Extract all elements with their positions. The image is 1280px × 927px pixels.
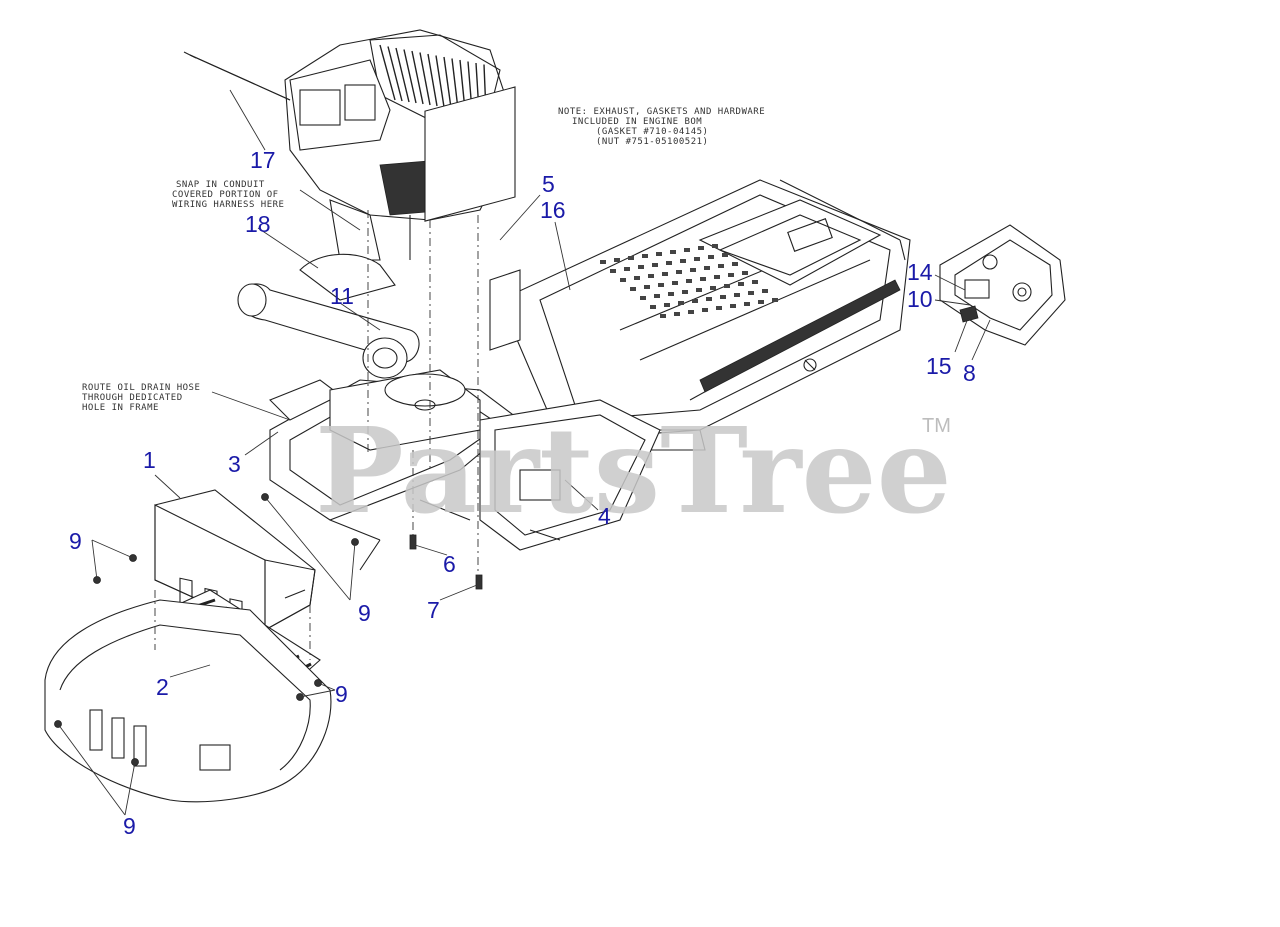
callout-18[interactable]: 18 [245, 211, 271, 237]
svg-text:(NUT #751-05100521): (NUT #751-05100521) [596, 137, 708, 147]
callout-6[interactable]: 6 [443, 551, 456, 577]
svg-text:INCLUDED IN ENGINE BOM: INCLUDED IN ENGINE BOM [572, 117, 702, 127]
callout-14[interactable]: 14 [907, 259, 933, 285]
callout-16[interactable]: 16 [540, 197, 566, 223]
callout-9-guard[interactable]: 9 [335, 681, 348, 707]
callout-10[interactable]: 10 [907, 286, 933, 312]
svg-text:COVERED PORTION OF: COVERED PORTION OF [172, 190, 279, 200]
note-drain: ROUTE OIL DRAIN HOSE THROUGH DEDICATED H… [82, 383, 200, 413]
callout-15[interactable]: 15 [926, 353, 952, 379]
svg-text:WIRING HARNESS HERE: WIRING HARNESS HERE [172, 200, 284, 210]
leader-lines [57, 89, 991, 816]
callout-17[interactable]: 17 [250, 147, 276, 173]
watermark-tm: TM [922, 415, 951, 437]
callout-11[interactable]: 11 [330, 283, 354, 309]
callout-3[interactable]: 3 [228, 451, 241, 477]
muffler [237, 253, 481, 451]
bracket-assembly [939, 224, 1066, 346]
callout-4[interactable]: 4 [598, 503, 611, 529]
svg-text:SNAP IN CONDUIT: SNAP IN CONDUIT [176, 180, 265, 190]
svg-text:ROUTE OIL DRAIN HOSE: ROUTE OIL DRAIN HOSE [82, 383, 200, 393]
callout-5[interactable]: 5 [542, 171, 555, 197]
note-conduit: SNAP IN CONDUIT COVERED PORTION OF WIRIN… [172, 180, 284, 210]
callout-7[interactable]: 7 [427, 597, 440, 623]
callout-1[interactable]: 1 [143, 447, 156, 473]
callout-9-bumper[interactable]: 9 [123, 813, 136, 839]
callout-8[interactable]: 8 [963, 360, 976, 386]
engine-cooling-fins [379, 44, 487, 114]
svg-text:NOTE: EXHAUST, GASKETS AND HAR: NOTE: EXHAUST, GASKETS AND HARDWARE [558, 107, 765, 117]
rod-17 [183, 51, 291, 101]
engine [284, 29, 521, 351]
bumper [44, 599, 332, 803]
svg-text:HOLE IN FRAME: HOLE IN FRAME [82, 403, 159, 413]
watermark-text: PartsTree [315, 401, 952, 540]
callout-9-frame[interactable]: 9 [358, 600, 371, 626]
callouts: 17 18 11 5 16 3 1 4 6 7 9 9 9 9 2 14 10 … [69, 147, 976, 839]
floor-grid [600, 244, 778, 318]
assembly-lines [154, 210, 479, 660]
note-exhaust: NOTE: EXHAUST, GASKETS AND HARDWARE INCL… [558, 107, 765, 147]
svg-text:(GASKET #710-04145): (GASKET #710-04145) [596, 127, 708, 137]
callout-2[interactable]: 2 [156, 674, 169, 700]
svg-text:THROUGH DEDICATED: THROUGH DEDICATED [82, 393, 183, 403]
callout-9-shield[interactable]: 9 [69, 528, 82, 554]
